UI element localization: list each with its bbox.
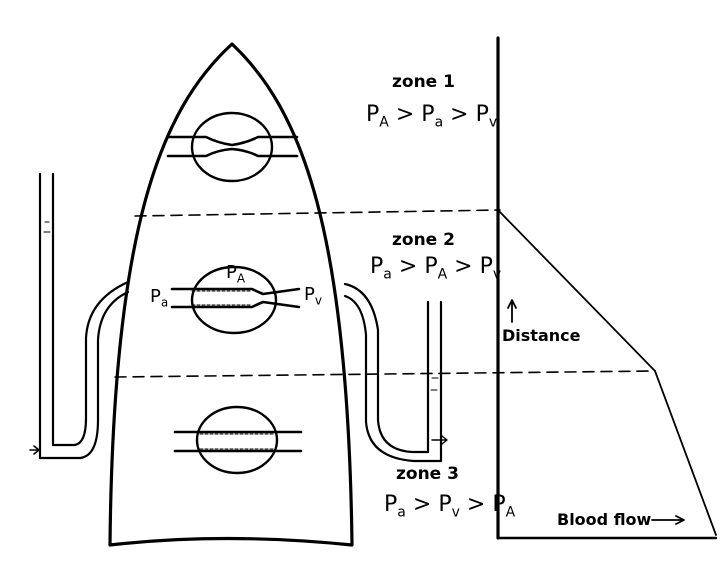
zone2-zone3-boundary [114, 370, 656, 378]
zone3-alveolus [173, 405, 303, 475]
zone2-alveolus [170, 265, 301, 335]
zone3-relation: Pa > Pv > PA [384, 492, 516, 521]
zone1-zone2-boundary [134, 209, 501, 217]
lung-outline [108, 42, 354, 547]
distance-axis-label: Distance [502, 326, 581, 345]
distance-arrow [507, 299, 517, 323]
zone2-relation: Pa > PA > Pv [370, 254, 502, 283]
arterial-manometer [29, 172, 130, 460]
zone1-label: zone 1 [392, 72, 455, 92]
zone2-label: zone 2 [392, 230, 455, 250]
venous-pressure-label: Pv [304, 284, 322, 308]
zone1-alveolus [166, 111, 299, 183]
blood-flow-axis-label: Blood flow [557, 510, 652, 529]
zone3-label: zone 3 [396, 464, 459, 484]
alveolar-pressure-label: PA [226, 262, 246, 286]
blood-flow-curve [497, 209, 717, 536]
venous-manometer [343, 282, 448, 463]
zone1-relation: PA > Pa > Pv [366, 102, 498, 131]
arterial-pressure-label: Pa [150, 286, 169, 310]
blood-flow-arrow [651, 515, 685, 525]
